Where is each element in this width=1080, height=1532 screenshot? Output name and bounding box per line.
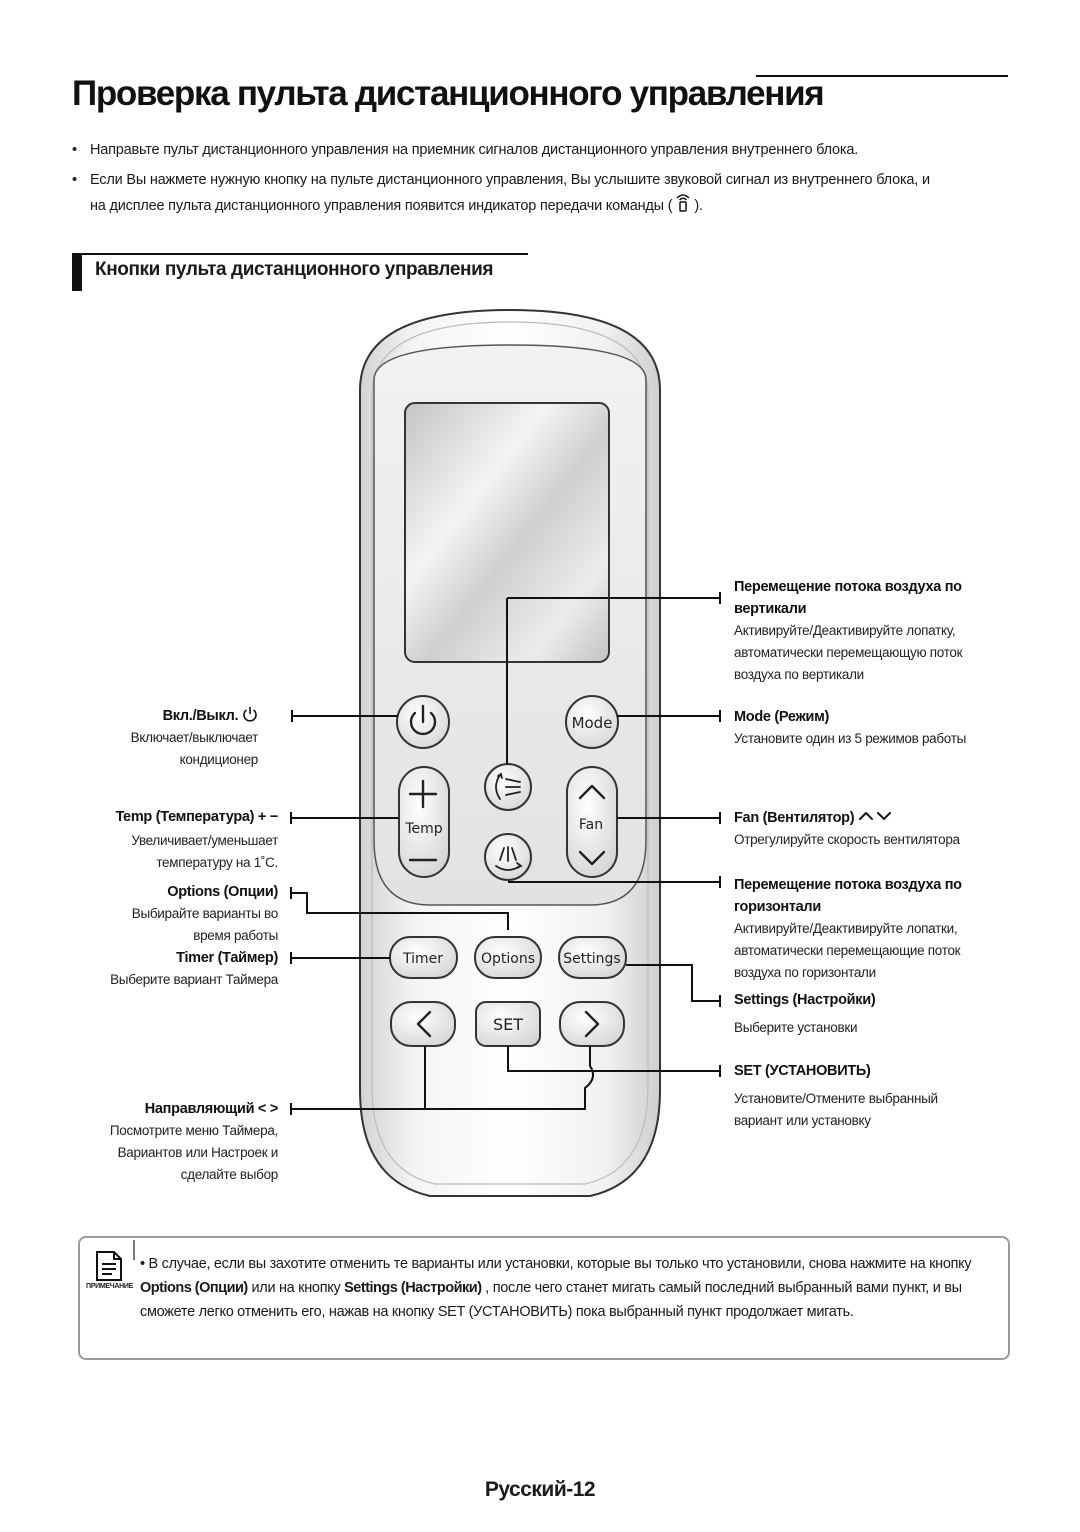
nav-label: Направляющий < > Посмотрите меню Таймера…: [109, 1101, 278, 1182]
chevron-down-icon: [578, 850, 606, 866]
fan-rocker: [566, 766, 618, 878]
vertical-swing-button: [484, 763, 532, 811]
note-text: • В случае, если вы захотите отменить те…: [140, 1256, 972, 1320]
power-button: [396, 695, 450, 749]
settings-button: [558, 936, 627, 979]
settings-label: Settings (Настройки) Выберите установки: [734, 992, 876, 1035]
note-divider: [133, 1240, 135, 1260]
bullet-item: Направьте пульт дистанционного управлени…: [70, 138, 1030, 162]
plus-icon: [408, 779, 438, 809]
set-button: [475, 1001, 541, 1047]
mode-button-label: Mode: [572, 714, 613, 732]
options-button: [474, 936, 542, 979]
timer-button-label: Timer: [402, 951, 443, 967]
options-label: Options (Опции) Выбирайте варианты во вр…: [131, 884, 279, 943]
temp-label: Temp (Температура) + −: [115, 809, 279, 825]
intro-bullets: Направьте пульт дистанционного управлени…: [70, 138, 1030, 220]
control-panel: [373, 344, 647, 906]
section-rule: [82, 253, 528, 255]
set-button-label: SET: [493, 1015, 523, 1034]
top-rule: [756, 75, 1008, 77]
section-marker: [72, 253, 82, 291]
horizontal-swing-label: Перемещение потока воздуха по горизонтал…: [734, 877, 962, 980]
fan-label: Fan (Вентилятор) Отрегулируйте скорость …: [734, 810, 960, 847]
leader-lines: [291, 597, 720, 1110]
timer-button: [389, 936, 458, 979]
vertical-swing-label: Перемещение потока воздуха по вертикали …: [734, 579, 963, 682]
options-button-label: Options: [481, 951, 535, 967]
mode-label: Mode (Режим) Установите один из 5 режимо…: [734, 709, 966, 746]
fan-speed-icon: [858, 810, 892, 826]
note-icon: [94, 1250, 124, 1287]
left-button: [390, 1001, 456, 1047]
right-button: [559, 1001, 625, 1047]
settings-button-label: Settings: [563, 951, 620, 967]
power-label: Вкл./Выкл. Включает/выключает кондиционе…: [130, 707, 258, 767]
note-box: [78, 1236, 1010, 1360]
bullet-item: Если Вы нажмете нужную кнопку на пульте …: [70, 168, 1030, 220]
timer-label: Timer (Таймер) Выберите вариант Таймера: [110, 950, 278, 987]
chevron-up-icon: [578, 784, 606, 800]
section-title: Кнопки пульта дистанционного управления: [95, 259, 494, 280]
temp-button-label: Temp: [404, 821, 442, 837]
temp-desc: Увеличивает/уменьшает температуру на 1˚C…: [131, 833, 278, 870]
chevron-right-icon: [584, 1010, 600, 1038]
chevron-left-icon: [416, 1010, 432, 1038]
note-label: ПРИМЕЧАНИЕ: [86, 1283, 133, 1290]
power-icon: [242, 707, 258, 724]
transmit-indicator-icon: [675, 192, 691, 220]
page-number: Русский-12: [484, 1478, 596, 1501]
remote-body: [359, 308, 661, 1197]
power-icon: [409, 704, 437, 736]
vertical-swing-icon: [495, 772, 521, 800]
page-title: Проверка пульта дистанционного управлени…: [72, 74, 825, 113]
horizontal-swing-icon: [495, 846, 523, 871]
fan-button-label: Fan: [579, 817, 603, 833]
display-screen: [404, 402, 610, 663]
mode-button: [565, 695, 619, 749]
set-label: SET (УСТАНОВИТЬ) Установите/Отмените выб…: [734, 1063, 938, 1128]
horizontal-swing-button: [484, 833, 532, 881]
temp-rocker: [398, 766, 450, 878]
